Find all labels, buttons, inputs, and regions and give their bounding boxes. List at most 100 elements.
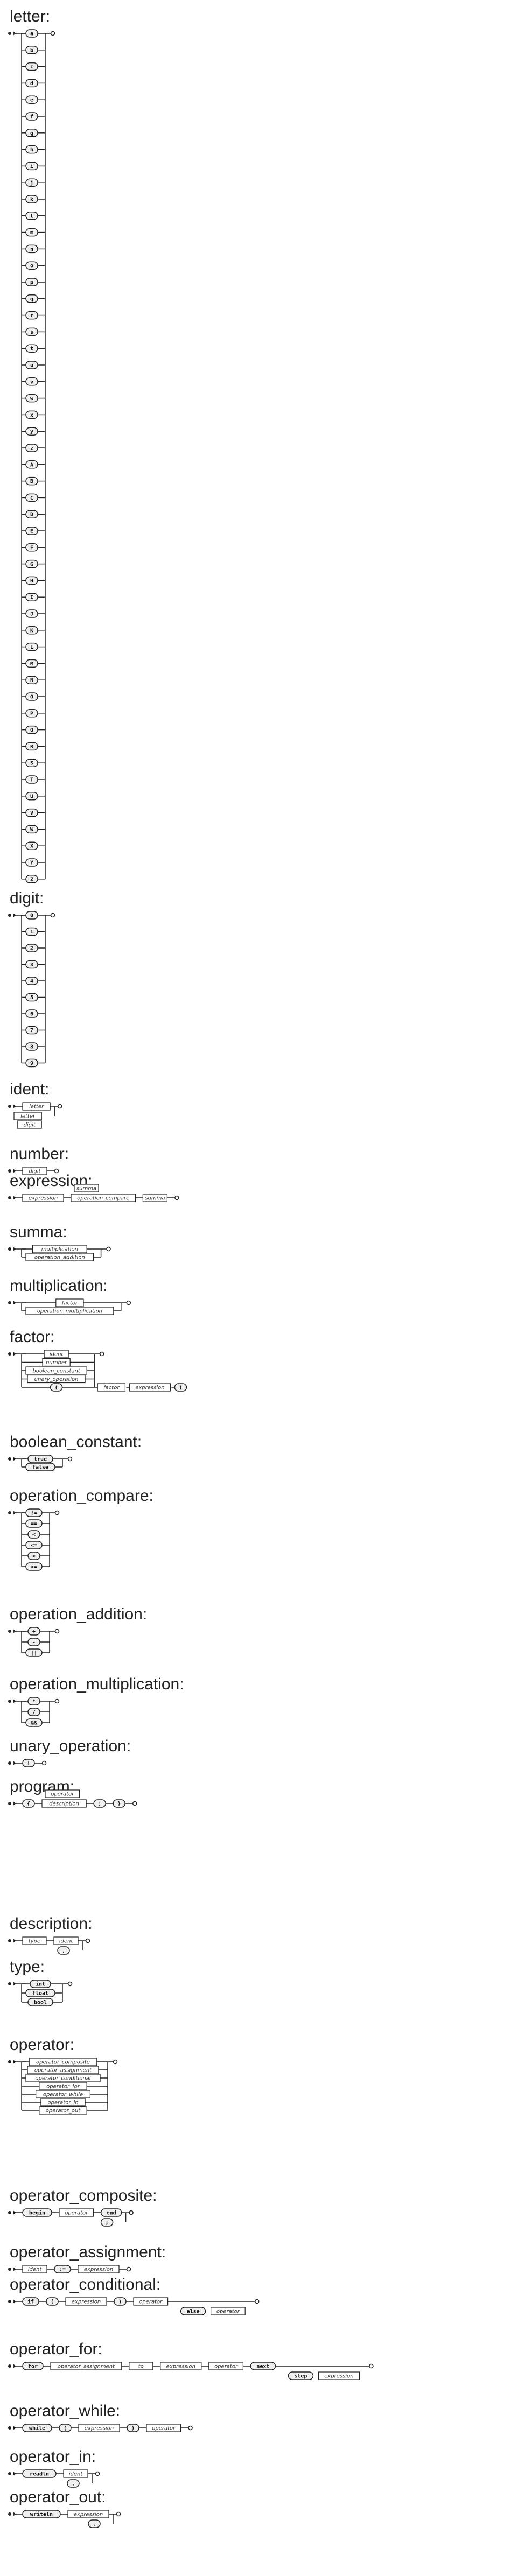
start-arrow	[13, 1457, 16, 1461]
terminal-label: d	[30, 81, 33, 87]
start-dot	[8, 1511, 11, 1514]
nonterminal-label: operator	[51, 1792, 74, 1798]
terminal-label: writeln	[30, 2511, 53, 2518]
rule-title: operation_addition:	[10, 1605, 147, 1623]
nonterminal-label: boolean_constant	[32, 1368, 81, 1374]
nonterminal-label: factor	[103, 1385, 120, 1391]
nonterminal-label: letter	[29, 1104, 44, 1110]
rule-expression: expression:expressionsummaoperation_comp…	[8, 1172, 179, 1202]
start-arrow	[13, 2210, 16, 2215]
start-dot	[8, 1301, 11, 1304]
nonterminal-label: expression	[29, 1196, 58, 1202]
terminal-label: next	[256, 2364, 269, 2370]
terminal-label: (	[64, 2426, 67, 2432]
nonterminal-label: expression	[166, 2364, 195, 2370]
terminal-label: a	[30, 31, 33, 37]
start-arrow	[13, 31, 16, 36]
nonterminal-label: number	[46, 1360, 67, 1366]
rule-title: number:	[10, 1145, 69, 1163]
terminal-label: Z	[30, 876, 33, 882]
nonterminal-label: expression	[72, 2299, 101, 2305]
terminal-label: t	[30, 346, 33, 352]
terminal-label: l	[30, 213, 33, 219]
nonterminal-label: operation_addition	[34, 1255, 85, 1261]
nonterminal-label: type	[29, 1939, 40, 1945]
end-circle	[57, 1104, 62, 1109]
rule-title: operation_compare:	[10, 1487, 153, 1505]
nonterminal-label: expression	[324, 2374, 353, 2380]
terminal-label: K	[30, 628, 33, 634]
start-arrow	[13, 2426, 16, 2430]
end-circle	[67, 1456, 73, 1462]
terminal-label: X	[30, 844, 33, 850]
terminal-label: true	[34, 1457, 47, 1463]
nonterminal-label: operator	[139, 2299, 163, 2305]
end-circle	[54, 1698, 60, 1704]
terminal-label: D	[30, 512, 33, 518]
start-arrow	[13, 1196, 16, 1200]
terminal-label: b	[30, 47, 33, 53]
start-dot	[8, 2472, 11, 2475]
terminal-label: N	[30, 678, 33, 684]
rule-unary-operation: unary_operation:!	[8, 1737, 131, 1767]
start-arrow	[13, 2472, 16, 2476]
terminal-label: {	[27, 1801, 30, 1807]
end-circle	[369, 2363, 374, 2369]
terminal-label: M	[30, 661, 33, 667]
nonterminal-box	[13, 1112, 42, 1120]
terminal-label: i	[30, 163, 33, 170]
start-arrow	[13, 1801, 16, 1806]
start-dot	[8, 1105, 11, 1108]
nonterminal-label: description	[49, 1801, 79, 1807]
terminal-label: !	[27, 1761, 30, 1767]
start-dot	[8, 914, 11, 917]
terminal-label: bool	[34, 2000, 47, 2006]
start-arrow	[13, 1247, 16, 1251]
terminal-label: 0	[30, 913, 33, 919]
terminal-label: H	[30, 578, 33, 584]
rule-title: boolean_constant:	[10, 1433, 142, 1451]
terminal-label: )	[179, 1385, 182, 1391]
terminal-label: s	[30, 329, 33, 335]
terminal-label: (	[55, 1385, 58, 1391]
nonterminal-label: operator	[214, 2364, 238, 2370]
rule-title: unary_operation:	[10, 1737, 131, 1755]
terminal-label: w	[30, 396, 34, 402]
start-dot	[8, 1761, 11, 1765]
terminal-label: )	[118, 2299, 122, 2305]
rule-title: operator_out:	[10, 2488, 106, 2506]
end-circle	[174, 1195, 179, 1201]
terminal-box	[57, 1946, 70, 1955]
start-dot	[8, 1982, 11, 1985]
start-dot	[8, 2211, 11, 2214]
terminal-label: I	[30, 595, 33, 601]
rule-title: summa:	[10, 1223, 67, 1241]
start-dot	[8, 1352, 11, 1356]
terminal-label: 1	[30, 929, 33, 935]
terminal-label: ;	[98, 1801, 101, 1807]
terminal-label: o	[30, 263, 33, 269]
terminal-label: g	[30, 130, 33, 136]
terminal-label: >	[32, 1554, 36, 1560]
nonterminal-box	[17, 1120, 42, 1129]
terminal-label: j	[30, 180, 33, 186]
nonterminal-label: factor	[62, 1301, 78, 1307]
terminal-label: else	[187, 2309, 200, 2315]
nonterminal-label: operation_multiplication	[37, 1309, 102, 1315]
rule-title: multiplication:	[10, 1277, 108, 1295]
terminal-label: 4	[30, 979, 33, 985]
nonterminal-label: operator_while	[43, 2092, 83, 2098]
start-dot	[8, 1630, 11, 1633]
terminal-label: }	[117, 1801, 121, 1807]
end-circle	[50, 31, 55, 36]
terminal-label: 6	[30, 1012, 33, 1017]
end-circle	[126, 2266, 131, 2272]
terminal-label: P	[30, 711, 33, 717]
end-circle	[99, 1351, 104, 1357]
